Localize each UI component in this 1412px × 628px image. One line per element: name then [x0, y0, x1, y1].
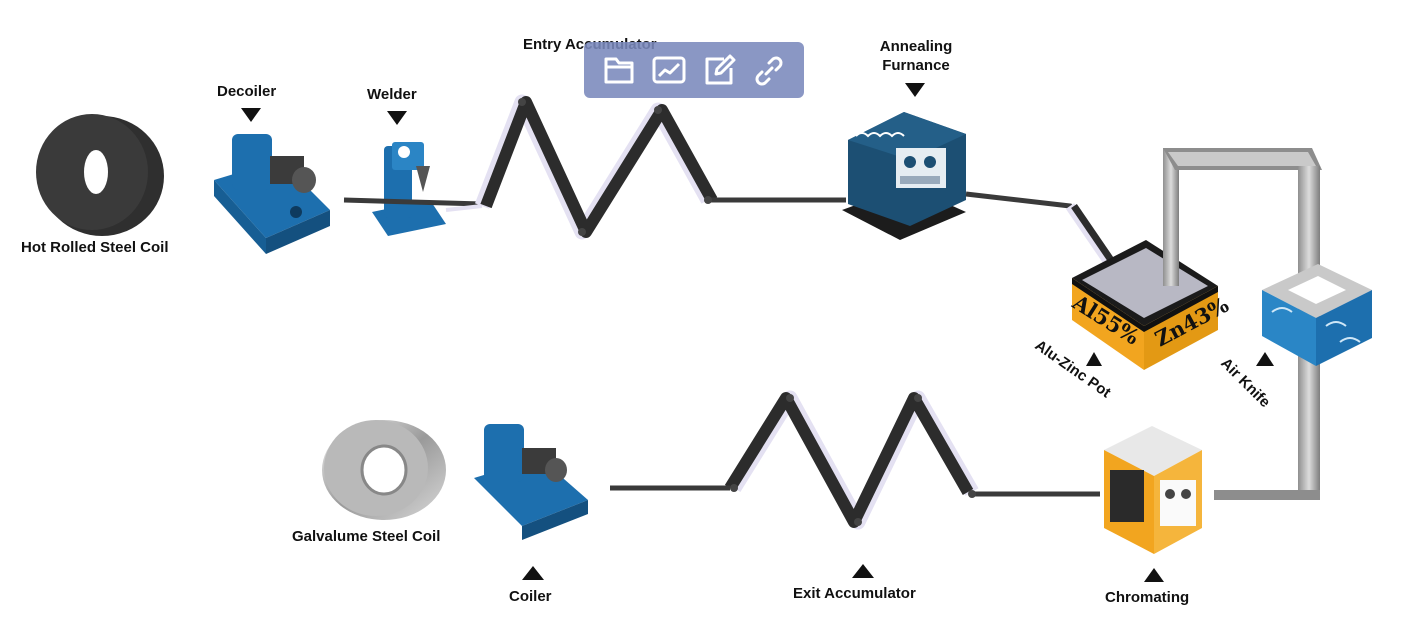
annealing-furnace-graphic [842, 112, 966, 240]
chromating-marker [1144, 568, 1164, 582]
lower-strip [610, 390, 1100, 530]
label-hot-rolled-coil: Hot Rolled Steel Coil [21, 239, 169, 256]
label-annealing-furnace: Annealing Furnance [866, 37, 966, 75]
edit-icon[interactable] [699, 50, 739, 90]
welder-graphic [372, 142, 446, 236]
label-galvalume-coil: Galvalume Steel Coil [292, 528, 441, 545]
link-icon[interactable] [749, 50, 789, 90]
coiler-marker [522, 566, 544, 580]
label-annealing-line1: Annealing [879, 38, 953, 55]
hot-rolled-coil-graphic [36, 114, 164, 236]
label-welder: Welder [367, 86, 417, 103]
upper-strip [343, 94, 846, 240]
air-knife-graphic [1262, 264, 1372, 366]
coiler-graphic [474, 424, 588, 540]
exit-accumulator-marker [852, 564, 874, 578]
label-exit-accumulator: Exit Accumulator [793, 585, 916, 602]
label-chromating: Chromating [1105, 589, 1190, 606]
annealing-marker [905, 83, 925, 97]
galvalume-coil-graphic [322, 420, 446, 520]
label-decoiler: Decoiler [217, 83, 277, 100]
air-knife-marker [1256, 352, 1274, 366]
alu-zinc-pot-graphic [1072, 240, 1218, 370]
decoiler-graphic [214, 134, 330, 254]
label-annealing-line2: Furnance [882, 57, 950, 74]
welder-marker [387, 111, 407, 125]
chart-icon[interactable] [649, 50, 689, 90]
label-coiler: Coiler [509, 588, 552, 605]
folder-icon[interactable] [599, 50, 639, 90]
chromating-graphic [1104, 426, 1202, 554]
decoiler-marker [241, 108, 261, 122]
pot-marker [1086, 352, 1102, 366]
floating-toolbar [584, 42, 804, 98]
